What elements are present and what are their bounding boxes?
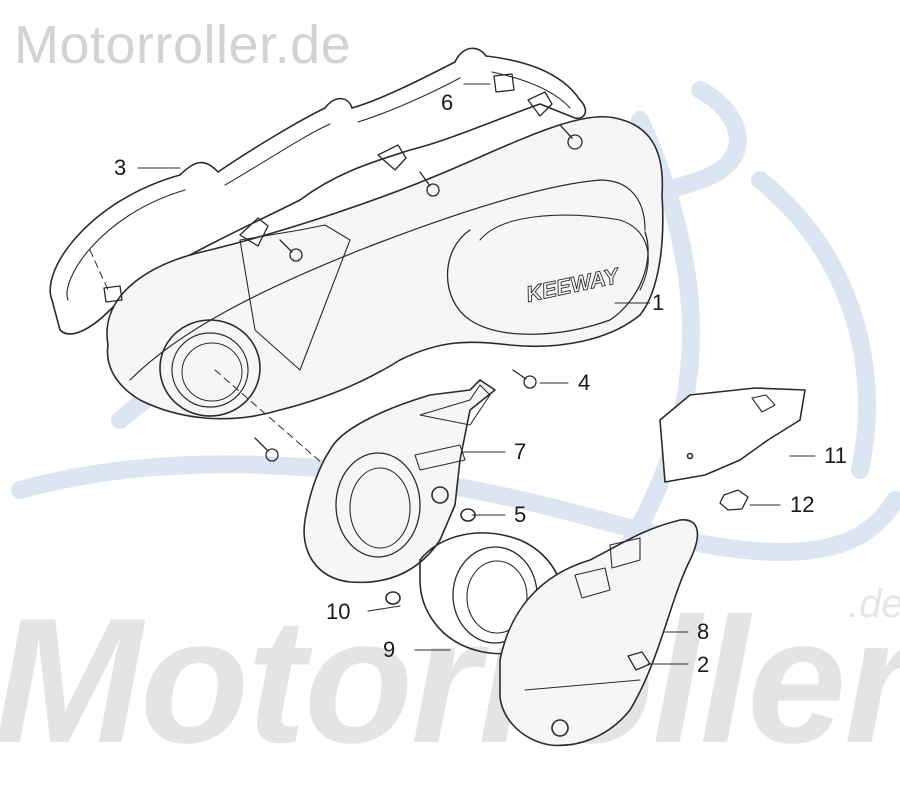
callout-11: 11 [824,443,847,468]
rear-cover [499,519,699,747]
heat-shield [659,387,806,483]
main-cover [106,115,664,420]
gasket-outline [49,47,587,335]
nut-12 [719,489,749,511]
callout-3: 3 [114,155,127,180]
callout-10: 10 [326,599,351,624]
watermark-big-text: Motorroller [0,581,900,780]
callout-12: 12 [790,492,815,517]
watermark-top-text: Motorroller.de [14,15,352,75]
callout-7: 7 [514,439,527,464]
dowel-pin [493,73,515,93]
watermark-domain-suffix: .de [848,582,900,626]
callout-6: 6 [441,90,454,115]
callout-4: 4 [578,370,591,395]
bolt-group [239,91,583,462]
callout-9: 9 [383,637,396,662]
callout-8: 8 [697,619,710,644]
inner-plate [303,379,496,584]
callout-2: 2 [697,652,710,677]
callout-5: 5 [514,502,527,527]
callout-1: 1 [652,290,665,315]
seal-ring [385,591,401,605]
